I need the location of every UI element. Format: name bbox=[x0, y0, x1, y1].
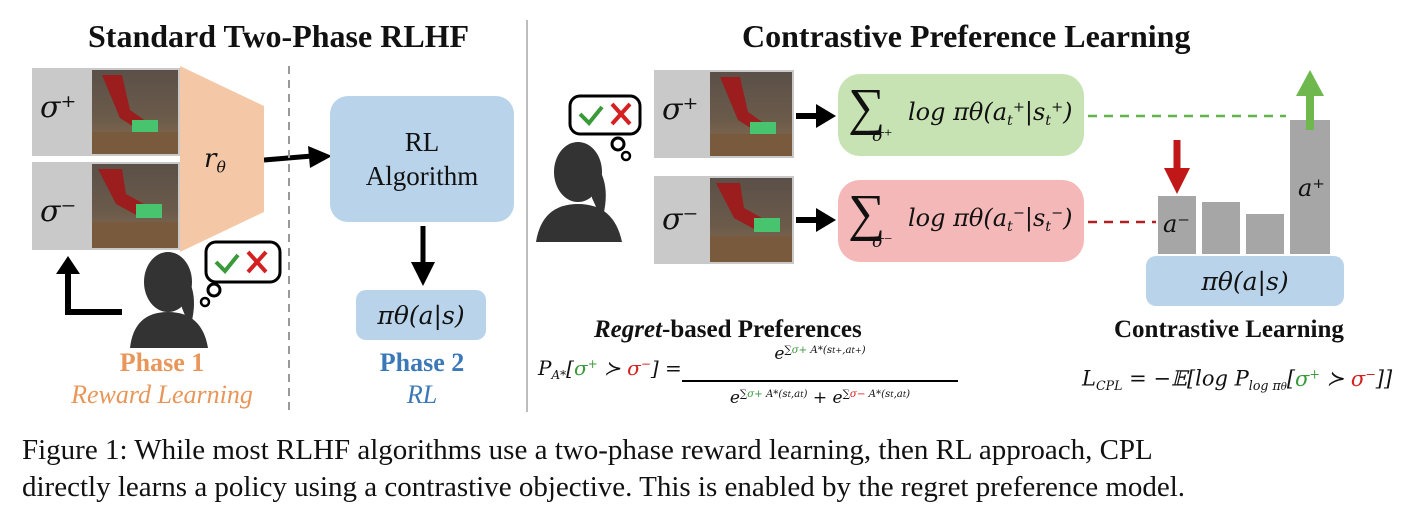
log-prob-minus-text: log πθ(a bbox=[908, 204, 1008, 232]
figure-caption-line1: Figure 1: While most RLHF algorithms use… bbox=[22, 434, 1153, 466]
bar-a-minus-label: a⁻ bbox=[1163, 210, 1190, 238]
bar-action-2 bbox=[1202, 202, 1240, 254]
phase2-subtitle: RL bbox=[406, 380, 438, 409]
policy-label: πθ(a|s) bbox=[377, 300, 465, 330]
robot-arm-icon bbox=[710, 77, 792, 156]
sigma-minus-tile: σ⁻ bbox=[32, 162, 180, 250]
sigma-plus-tile: σ⁺ bbox=[32, 68, 180, 156]
dashed-connectors bbox=[1088, 114, 1286, 224]
sum-plus-subscript: σ⁺ bbox=[872, 126, 893, 146]
thought-bubble-icon bbox=[199, 240, 282, 308]
arrow-right-icon bbox=[796, 208, 836, 232]
log-prob-plus-box: ∑ σ⁺ log πθ(at+|st+) bbox=[838, 74, 1084, 156]
robot-image-minus bbox=[92, 164, 178, 248]
cpl-loss-formula: LCPL = −𝔼[log Plog πθ[σ+ ≻ σ−]] bbox=[1082, 366, 1393, 393]
human-annotator-icon bbox=[536, 142, 622, 242]
robot-arm-icon bbox=[710, 183, 792, 262]
phase1-title: Phase 1 bbox=[119, 348, 205, 377]
sum-minus-subscript: σ⁻ bbox=[872, 232, 893, 252]
reward-model-trapezoid bbox=[180, 66, 264, 252]
arrow-down-red-icon bbox=[1164, 140, 1190, 194]
policy-label: πθ(a|s) bbox=[1201, 266, 1289, 296]
cpl-sigma-plus-label: σ⁺ bbox=[662, 92, 699, 127]
cpl-sigma-minus-tile: σ⁻ bbox=[654, 176, 794, 264]
log-prob-minus: log πθ(at−|st−) bbox=[908, 204, 1073, 236]
arrow-up-green-icon bbox=[1296, 70, 1324, 130]
robot-arm-icon bbox=[92, 75, 178, 154]
regret-formula-numerator: e∑σ+ A*(st+,at+) bbox=[774, 344, 866, 364]
sigma-minus-label: σ⁻ bbox=[40, 194, 77, 229]
policy-box-left: πθ(a|s) bbox=[356, 290, 486, 340]
log-prob-plus: log πθ(at+|st+) bbox=[908, 98, 1073, 130]
cpl-sigma-plus-tile: σ⁺ bbox=[654, 70, 794, 158]
fraction-bar bbox=[682, 380, 958, 382]
regret-title: Regret-based Preferences bbox=[594, 316, 862, 344]
rl-algorithm-label: RL Algorithm bbox=[365, 127, 479, 191]
robot-arm-icon bbox=[92, 169, 178, 248]
log-prob-plus-tail: |s bbox=[1024, 98, 1046, 126]
bar-a-plus-label: a⁺ bbox=[1298, 174, 1325, 202]
arrow-right-icon bbox=[264, 146, 332, 168]
regret-title-italic: Regret bbox=[594, 316, 663, 343]
log-prob-minus-box: ∑ σ⁻ log πθ(at−|st−) bbox=[838, 180, 1084, 262]
bar-action-3 bbox=[1246, 214, 1284, 254]
sigma-plus-label: σ⁺ bbox=[40, 90, 77, 125]
phase-divider bbox=[288, 66, 290, 416]
robot-image-plus bbox=[710, 72, 792, 156]
human-annotator-icon bbox=[130, 252, 208, 348]
right-panel-title: Contrastive Preference Learning bbox=[742, 18, 1191, 54]
policy-box-right: πθ(a|s) bbox=[1146, 256, 1344, 306]
robot-image-minus bbox=[710, 178, 792, 262]
regret-formula: PA*[σ+ ≻ σ−] = bbox=[538, 356, 682, 383]
thought-bubble-icon bbox=[568, 94, 642, 162]
reward-symbol: r bbox=[204, 144, 217, 174]
rl-algorithm-box: RL Algorithm bbox=[330, 96, 514, 222]
arrow-down-icon bbox=[411, 226, 435, 286]
left-panel-title: Standard Two-Phase RLHF bbox=[88, 18, 470, 54]
bar-a-plus: a⁺ bbox=[1290, 120, 1330, 254]
bar-a-minus: a⁻ bbox=[1158, 196, 1196, 254]
cpl-sigma-minus-label: σ⁻ bbox=[662, 202, 699, 237]
figure-caption-line2: directly learns a policy using a contras… bbox=[22, 471, 1186, 503]
arrow-right-icon bbox=[796, 104, 836, 128]
sum-symbol: ∑ bbox=[848, 185, 886, 242]
reward-subscript: θ bbox=[216, 158, 226, 177]
contrastive-title: Contrastive Learning bbox=[1114, 316, 1344, 343]
regret-formula-denominator: e∑σ+ A*(st,at) + e∑σ− A*(st,at) bbox=[729, 388, 911, 408]
panel-divider bbox=[526, 20, 528, 412]
phase2-title: Phase 2 bbox=[379, 348, 465, 377]
log-prob-plus-text: log πθ(a bbox=[908, 98, 1008, 126]
reward-model-label: rθ bbox=[204, 144, 226, 176]
phase1-subtitle: Reward Learning bbox=[71, 380, 253, 409]
robot-image-plus bbox=[92, 70, 178, 154]
feedback-loop-arrow-icon bbox=[56, 256, 122, 315]
sum-symbol: ∑ bbox=[848, 79, 886, 136]
regret-title-rest: -based Preferences bbox=[662, 316, 862, 343]
